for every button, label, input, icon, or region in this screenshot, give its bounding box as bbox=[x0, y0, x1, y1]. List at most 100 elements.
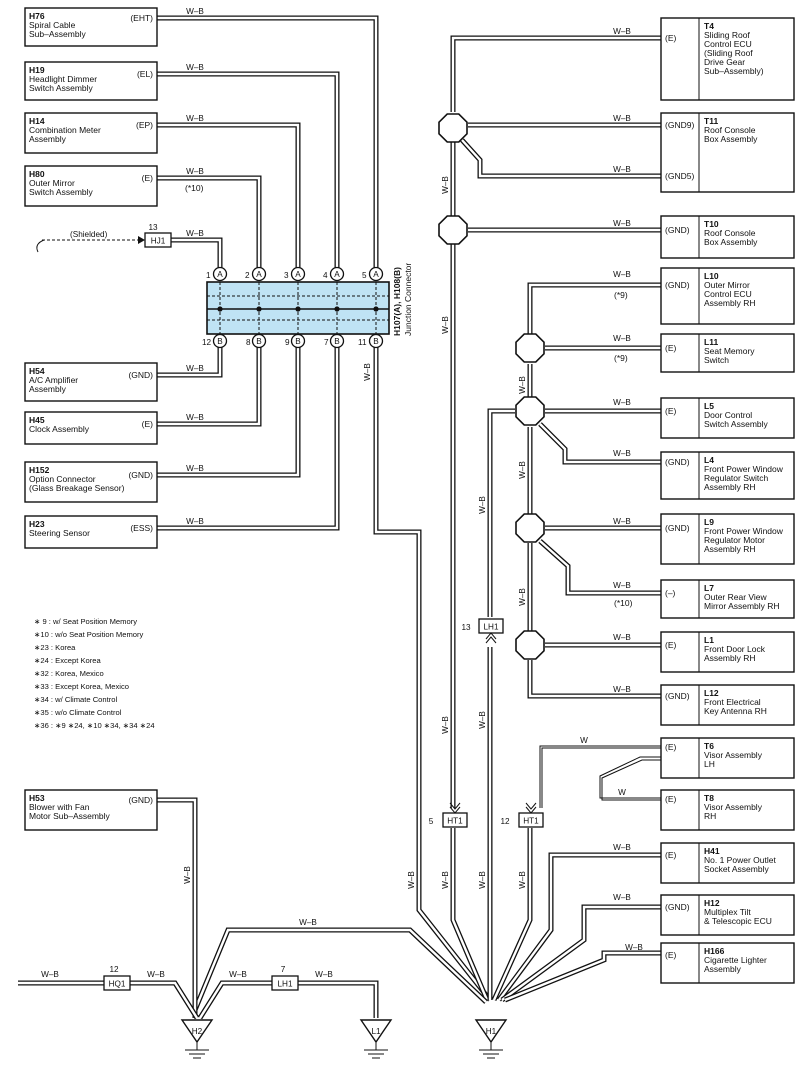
component-code: L12 bbox=[704, 688, 719, 698]
wire-color-label: W–B bbox=[186, 464, 204, 473]
component-code: H152 bbox=[29, 465, 50, 475]
connector-label: HT1 bbox=[447, 817, 463, 826]
wire-color-label: W–B bbox=[478, 496, 487, 514]
wire-color-label: W–B bbox=[299, 918, 317, 927]
legend-note: ∗10 : w/o Seat Position Memory bbox=[34, 630, 144, 639]
wire-color-label: W–B bbox=[186, 413, 204, 422]
wire-h80 bbox=[157, 175, 262, 270]
wire-h23 bbox=[157, 346, 340, 531]
ground-label: L1 bbox=[371, 1027, 381, 1036]
component-name-line: Motor Sub–Assembly bbox=[29, 811, 111, 821]
wire-color-label: W–B bbox=[613, 334, 631, 343]
pin-a-letter: A bbox=[256, 270, 262, 279]
component-code: H19 bbox=[29, 65, 45, 75]
legend-notes: ∗ 9 : w/ Seat Position Memory∗10 : w/o S… bbox=[34, 617, 155, 730]
component-name-line: Box Assembly bbox=[704, 134, 758, 144]
option-note: (*10) bbox=[614, 598, 633, 608]
component-name-line: Control ECU bbox=[704, 39, 752, 49]
connector-label: HT1 bbox=[523, 817, 539, 826]
wire-color-label: W–B bbox=[407, 871, 416, 889]
wire-color-label: W–B bbox=[186, 63, 204, 72]
wire-h54 bbox=[157, 346, 223, 378]
component-name-line: Assembly bbox=[29, 134, 67, 144]
component-box bbox=[24, 61, 158, 101]
splice-point bbox=[515, 396, 545, 426]
component-box bbox=[660, 789, 795, 831]
wire-hj1 bbox=[171, 237, 223, 270]
component-name-line: Headlight Dimmer bbox=[29, 74, 97, 84]
wire-color-label: W–B bbox=[478, 871, 487, 889]
component-box bbox=[660, 737, 795, 779]
wire-h53 bbox=[157, 797, 198, 1018]
pin-b-letter: B bbox=[295, 337, 301, 346]
component-box bbox=[660, 17, 795, 101]
component-name-line: Regulator Switch bbox=[704, 473, 769, 483]
ground-triangle-icon bbox=[359, 1019, 393, 1044]
wire-color-label: W–B bbox=[186, 167, 204, 176]
wire-visor-w bbox=[539, 745, 661, 808]
component-name-line: Switch Assembly bbox=[29, 187, 94, 197]
wire-t4 bbox=[450, 35, 661, 112]
ground-h2: H2 bbox=[180, 1019, 214, 1059]
terminal-label: (ESS) bbox=[130, 523, 153, 533]
component-box bbox=[660, 842, 795, 884]
component-name-line: LH bbox=[704, 759, 715, 769]
pin-a-4 bbox=[329, 266, 345, 282]
component-name-line: Steering Sensor bbox=[29, 528, 90, 538]
pin-b-letter: B bbox=[334, 337, 340, 346]
component-name-line: Cigarette Lighter bbox=[704, 955, 767, 965]
terminal-label: (GND) bbox=[128, 370, 153, 380]
component-name-line: Regulator Motor bbox=[704, 535, 765, 545]
component-name-line: Box Assembly bbox=[704, 237, 758, 247]
pin-b-number: 8 bbox=[246, 338, 251, 347]
component-code: H76 bbox=[29, 11, 45, 21]
junction-connector-code: H107(A), H108(B) bbox=[392, 267, 402, 336]
pin-b-11 bbox=[368, 333, 384, 349]
component-code: H54 bbox=[29, 366, 45, 376]
component-box bbox=[24, 165, 158, 207]
component-code: H166 bbox=[704, 946, 725, 956]
terminal-label: (E) bbox=[665, 406, 677, 416]
wire-color-label: W–B bbox=[613, 165, 631, 174]
terminal-label: (EHT) bbox=[130, 13, 153, 23]
pin-b-7 bbox=[329, 333, 345, 349]
component-name-line: (Sliding Roof bbox=[704, 48, 753, 58]
component-code: L1 bbox=[704, 635, 714, 645]
component-box bbox=[660, 579, 795, 619]
legend-note: ∗33 : Except Korea, Mexico bbox=[34, 682, 129, 691]
component-box bbox=[24, 789, 158, 831]
component-code: H12 bbox=[704, 898, 720, 908]
component-name-line: A/C Amplifier bbox=[29, 375, 78, 385]
component-code: L10 bbox=[704, 271, 719, 281]
wire-color-label: W–B bbox=[363, 363, 372, 381]
component-name-line: Assembly RH bbox=[704, 653, 755, 663]
component-name-line: Key Antenna RH bbox=[704, 706, 767, 716]
connector-label: LH1 bbox=[277, 980, 292, 989]
component-code: H23 bbox=[29, 519, 45, 529]
component-name-line: RH bbox=[704, 811, 716, 821]
wire-color-label: W–B bbox=[613, 843, 631, 852]
terminal-label: (–) bbox=[665, 588, 676, 598]
wire-h41 bbox=[496, 852, 661, 1002]
pin-a-number: 4 bbox=[323, 271, 328, 280]
component-name-line: Switch bbox=[704, 355, 729, 365]
component-code: T4 bbox=[704, 21, 714, 31]
ground-triangle-icon bbox=[180, 1019, 214, 1044]
connector-arrow-icon bbox=[525, 802, 537, 814]
component-name-line: Assembly RH bbox=[704, 482, 755, 492]
wire-jc-b11 bbox=[373, 346, 492, 1002]
wire-color-label: W–B bbox=[613, 219, 631, 228]
component-box bbox=[660, 215, 795, 259]
